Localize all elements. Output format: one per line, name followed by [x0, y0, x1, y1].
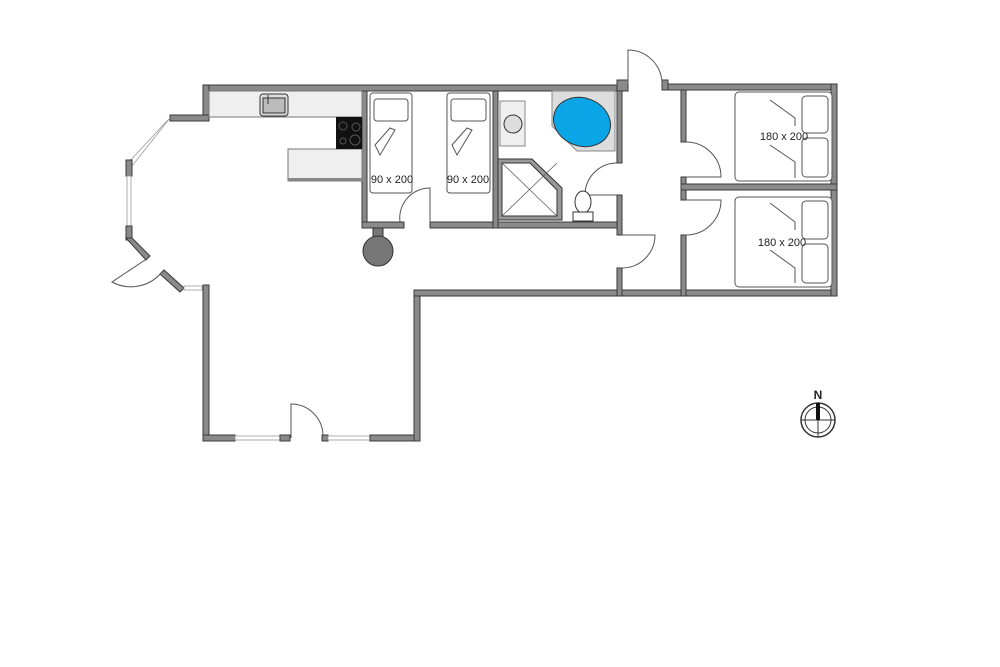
doors: [111, 49, 722, 438]
door-utility[interactable]: [621, 234, 656, 269]
shower-icon: [497, 158, 563, 221]
bed-size-label: 90 x 200: [447, 174, 489, 186]
toilet-icon: [572, 190, 594, 222]
bedroom-1: 90 x 200: [369, 92, 413, 194]
bathroom: [497, 90, 616, 222]
bed-size-label: 180 x 200: [758, 237, 806, 249]
entrance-door-south[interactable]: [290, 403, 324, 438]
compass-icon: N: [800, 388, 836, 438]
bedroom-3: 180 x 200: [734, 91, 833, 182]
stove-icon: [336, 117, 362, 149]
door-bedroom-4[interactable]: [685, 199, 722, 236]
bed-size-label: 180 x 200: [760, 131, 808, 143]
sink-icon: [259, 93, 289, 117]
kitchen: [208, 90, 394, 267]
door-bedroom-1[interactable]: [399, 187, 431, 223]
interior-walls: [361, 89, 838, 297]
bedroom-4: 180 x 200: [734, 196, 833, 288]
bathtub-icon: [551, 90, 616, 152]
door-bedroom-3[interactable]: [685, 141, 722, 178]
terrace-door[interactable]: [111, 257, 163, 288]
entrance-door-north[interactable]: [627, 49, 663, 85]
fireplace-icon: [362, 227, 394, 267]
door-bathroom[interactable]: [584, 162, 618, 196]
compass-north-label: N: [814, 388, 823, 402]
bed-size-label: 90 x 200: [371, 174, 413, 186]
washbasin-icon: [499, 100, 526, 147]
bedroom-2: 90 x 200: [446, 92, 491, 194]
